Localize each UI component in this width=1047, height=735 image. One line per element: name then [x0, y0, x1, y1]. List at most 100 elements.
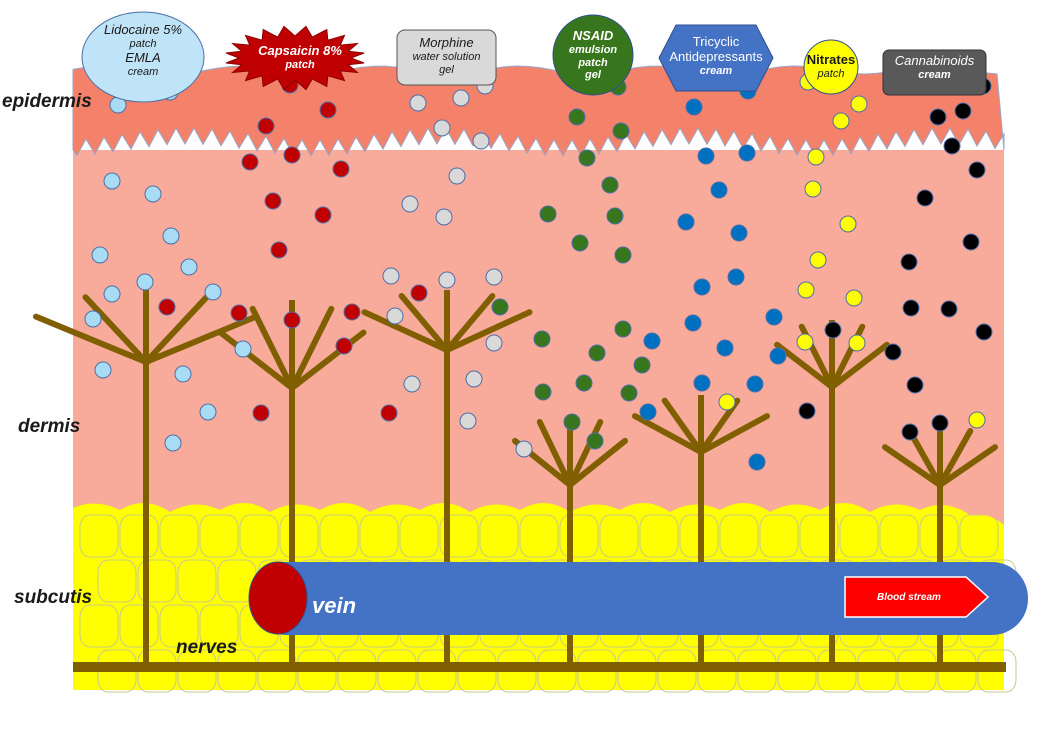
blood-stream-arrow	[844, 576, 990, 618]
drug-particle	[452, 89, 470, 107]
nerve-branch	[661, 397, 704, 455]
drug-particle	[614, 246, 632, 264]
drug-particle	[485, 268, 503, 286]
drug-particle	[804, 180, 822, 198]
drug-name: Cannabinoids	[894, 53, 975, 68]
drug-particle	[578, 149, 596, 167]
drug-particle	[716, 339, 734, 357]
drug-form: cream	[699, 64, 733, 77]
nerves-label: nerves	[176, 637, 238, 658]
badge-cannabinoids	[882, 49, 987, 96]
badge-nitrates	[803, 39, 859, 95]
drug-particle	[710, 181, 728, 199]
nerve-branch	[567, 419, 604, 488]
fat-cell	[79, 514, 119, 558]
drug-label-tricyclic: Tricyclic Antidepressants cream	[659, 34, 773, 78]
nerve-branch	[289, 329, 367, 391]
drug-particle	[612, 122, 630, 140]
drug-particle	[91, 246, 109, 264]
drug-particle	[180, 258, 198, 276]
drug-name: Lidocaine 5%	[103, 22, 183, 37]
drug-particle	[968, 411, 986, 429]
nerve-branch	[249, 305, 295, 391]
fat-cell	[159, 604, 199, 648]
badge-tricyclic	[658, 24, 774, 92]
drug-particle	[252, 404, 270, 422]
drug-particle	[848, 334, 866, 352]
drug-particle	[929, 108, 947, 126]
nerve-branch	[33, 313, 149, 365]
drug-particle	[435, 208, 453, 226]
drug-particle	[264, 192, 282, 210]
nerve-branch	[937, 444, 998, 488]
fat-cell	[479, 514, 519, 558]
fat-cell	[159, 514, 199, 558]
drug-name: Tricyclic	[692, 34, 740, 49]
drug-particle	[174, 365, 192, 383]
badge-nsaid	[552, 14, 634, 96]
drug-particle	[916, 189, 934, 207]
drug-particle	[850, 95, 868, 113]
vein	[250, 562, 1028, 635]
nerve-branch	[632, 413, 704, 455]
nerve-branch	[829, 341, 890, 390]
drug-particle	[539, 205, 557, 223]
nerve-branch	[567, 437, 628, 488]
drug-particle	[601, 176, 619, 194]
drug-particle	[832, 112, 850, 130]
drug-particle	[409, 94, 427, 112]
drug-particle	[314, 206, 332, 224]
drug-particle	[380, 404, 398, 422]
fat-cell	[199, 604, 239, 648]
drug-name: EMLA	[125, 49, 161, 65]
drug-form: cream	[127, 65, 159, 78]
drug-particle	[136, 273, 154, 291]
layer-label-dermis: dermis	[18, 416, 81, 437]
fat-cell	[879, 514, 919, 558]
drug-particle	[962, 233, 980, 251]
drug-particle	[685, 98, 703, 116]
drug-form: gel	[439, 63, 454, 76]
drug-particle	[485, 334, 503, 352]
fat-cell	[519, 514, 559, 558]
drug-particle	[693, 278, 711, 296]
drug-particle	[241, 153, 259, 171]
fat-cell	[79, 604, 119, 648]
drug-name: Capsaicin 8%	[258, 43, 342, 58]
fat-cell	[599, 514, 639, 558]
drug-particles	[84, 73, 993, 471]
drug-particle	[614, 320, 632, 338]
drug-particle	[798, 402, 816, 420]
drug-particle	[158, 298, 176, 316]
drug-particle	[718, 393, 736, 411]
drug-particle	[575, 374, 593, 392]
drug-particle	[94, 361, 112, 379]
drug-particle	[809, 251, 827, 269]
fat-cell	[639, 514, 679, 558]
fat-cell	[239, 514, 279, 558]
drug-particle	[902, 299, 920, 317]
drug-particle	[943, 137, 961, 155]
vein-opening	[248, 561, 308, 635]
drug-particle	[84, 310, 102, 328]
drug-particle	[693, 374, 711, 392]
drug-particle	[410, 284, 428, 302]
drug-particle	[684, 314, 702, 332]
drug-particle	[639, 403, 657, 421]
vein-label: vein	[312, 593, 356, 618]
drug-form: patch	[817, 67, 845, 80]
drug-particle	[824, 321, 842, 339]
drug-form: patch	[285, 58, 315, 71]
nerve-branch	[444, 293, 496, 353]
drug-form: water solution	[412, 50, 481, 63]
nerve-branch	[444, 309, 533, 353]
nerve-branch	[937, 428, 974, 488]
drug-particle	[472, 132, 490, 150]
nerve-branch	[882, 444, 943, 488]
fat-cell	[799, 514, 839, 558]
fat-cell	[719, 514, 759, 558]
drug-particle	[438, 271, 456, 289]
drug-particle	[620, 384, 638, 402]
drug-particle	[533, 330, 551, 348]
